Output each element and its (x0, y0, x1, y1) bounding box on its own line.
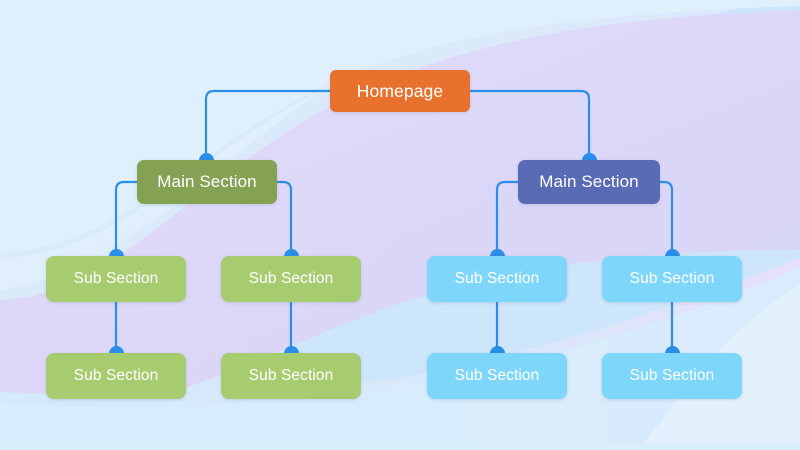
edge-mainright-to-sub1 (495, 180, 520, 258)
node-sub-section-left-4[interactable]: Sub Section (221, 353, 361, 399)
edge-mainright-to-sub2 (658, 180, 674, 258)
edge-root-to-main-left (204, 89, 332, 162)
node-sub-section-right-3[interactable]: Sub Section (427, 353, 567, 399)
node-sub-section-left-4-label: Sub Section (248, 367, 334, 384)
node-sub-section-right-1-label: Sub Section (454, 270, 540, 287)
node-main-section-left-label: Main Section (157, 172, 257, 191)
node-sub-section-right-4[interactable]: Sub Section (602, 353, 742, 399)
node-sub-section-right-3-label: Sub Section (454, 367, 540, 384)
node-main-section-right-label: Main Section (539, 172, 639, 191)
node-main-section-left[interactable]: Main Section (137, 160, 277, 204)
node-sub-section-left-3-label: Sub Section (73, 367, 159, 384)
node-sub-section-right-2[interactable]: Sub Section (602, 256, 742, 302)
node-homepage[interactable]: Homepage (330, 70, 470, 112)
node-sub-section-left-1-label: Sub Section (73, 270, 159, 287)
node-sub-section-left-3[interactable]: Sub Section (46, 353, 186, 399)
node-sub-section-left-2[interactable]: Sub Section (221, 256, 361, 302)
node-sub-section-right-4-label: Sub Section (629, 367, 715, 384)
node-sub-section-right-1[interactable]: Sub Section (427, 256, 567, 302)
edge-root-to-main-right (468, 89, 591, 162)
node-main-section-right[interactable]: Main Section (518, 160, 660, 204)
node-sub-section-right-2-label: Sub Section (629, 270, 715, 287)
edge-mainleft-to-sub1 (114, 180, 139, 258)
node-homepage-label: Homepage (356, 80, 444, 101)
edge-mainleft-to-sub2 (275, 180, 293, 258)
node-sub-section-left-2-label: Sub Section (248, 270, 334, 287)
node-sub-section-left-1[interactable]: Sub Section (46, 256, 186, 302)
